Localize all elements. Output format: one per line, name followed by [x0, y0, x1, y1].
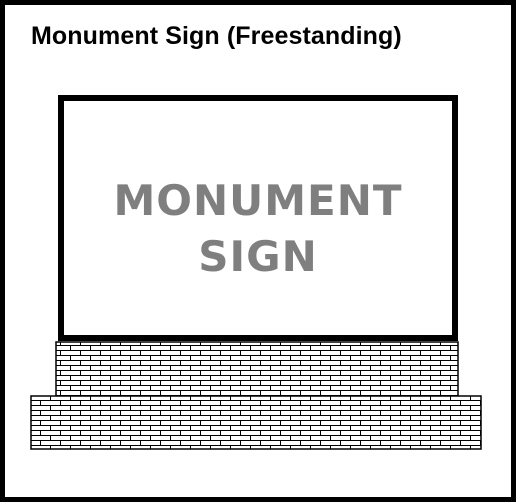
sign-lettering: MONUMENT SIGN — [64, 173, 452, 285]
sign-text-line-2: SIGN — [64, 229, 452, 285]
lower-brick-base — [31, 396, 481, 449]
sign-text-line-1: MONUMENT — [64, 173, 452, 229]
upper-brick-base — [56, 342, 458, 396]
monument-sign-face: MONUMENT SIGN — [58, 95, 458, 341]
